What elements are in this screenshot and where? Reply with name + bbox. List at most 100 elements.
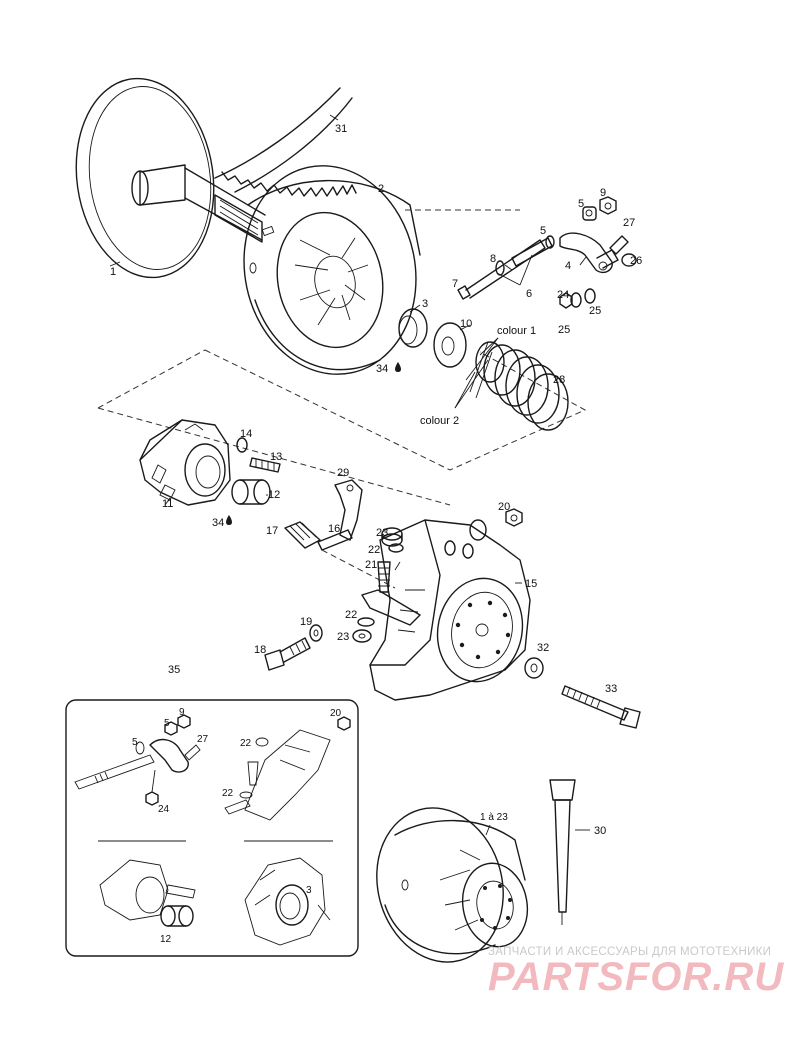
bolt-part-18 bbox=[264, 637, 311, 671]
callout-18: 18 bbox=[254, 644, 266, 656]
callout-6: 6 bbox=[526, 288, 532, 300]
washer-part-32 bbox=[524, 657, 544, 679]
bushing-part-25b bbox=[584, 288, 596, 304]
callout-28: 28 bbox=[553, 374, 565, 386]
callout-23a: 23 bbox=[376, 527, 388, 539]
washer-part-22-bottom bbox=[357, 617, 375, 627]
weight-part-29 bbox=[334, 479, 363, 541]
nut-part-9 bbox=[599, 196, 617, 215]
bushing-part-12 bbox=[231, 479, 271, 505]
assembly-line-outer bbox=[97, 349, 451, 506]
callout-2: 2 bbox=[378, 183, 384, 195]
washer-part-14 bbox=[236, 437, 248, 453]
callout-25b: 25 bbox=[589, 305, 601, 317]
screw-part-21 bbox=[377, 561, 401, 593]
callout-labels: 1 2 3 4 5 5 6 7 8 9 10 11 12 13 14 15 16… bbox=[110, 123, 642, 837]
callout-17: 17 bbox=[266, 525, 278, 537]
callout-4: 4 bbox=[565, 260, 571, 272]
lube-drop-34-mid bbox=[226, 515, 232, 525]
callout-34a: 34 bbox=[376, 363, 388, 375]
inset-callout-20: 20 bbox=[330, 708, 342, 719]
callout-19: 19 bbox=[300, 616, 312, 628]
callout-25a: 25 bbox=[558, 324, 570, 336]
watermark-logo: PARTSFOR.RU bbox=[488, 955, 784, 999]
screw-part-13 bbox=[249, 457, 281, 473]
callout-20: 20 bbox=[498, 501, 510, 513]
lever-arm-part-4 bbox=[559, 232, 619, 274]
sheave-assembly-parts-1-to-23 bbox=[376, 807, 529, 963]
inset-callout-24: 24 bbox=[158, 804, 170, 815]
screw-part-27 bbox=[609, 235, 629, 255]
inset-callout-27: 27 bbox=[197, 734, 209, 745]
pin-part-16 bbox=[317, 529, 353, 551]
callout-35: 35 bbox=[168, 664, 180, 676]
callout-30: 30 bbox=[594, 825, 606, 837]
label-colour-1: colour 1 bbox=[497, 325, 536, 337]
callout-31: 31 bbox=[335, 123, 347, 135]
nut-part-5-upper bbox=[582, 206, 597, 221]
detail-inset-frame bbox=[65, 699, 359, 957]
watermark: ЗАПЧАСТИ И АКСЕССУАРЫ ДЛЯ МОТОТЕХНИКИ PA… bbox=[488, 946, 784, 999]
ramp-part-15-arm bbox=[361, 589, 421, 626]
washer-part-10 bbox=[433, 322, 471, 368]
puller-tool-part-30 bbox=[549, 779, 590, 925]
callout-8: 8 bbox=[490, 253, 496, 265]
inset-callout-22a: 22 bbox=[240, 738, 252, 749]
callout-13: 13 bbox=[270, 451, 282, 463]
nut-part-20 bbox=[505, 508, 523, 527]
callout-29: 29 bbox=[337, 467, 349, 479]
callout-12: 12 bbox=[268, 489, 280, 501]
inset-callout-5a: 5 bbox=[164, 718, 170, 729]
callout-23b: 23 bbox=[337, 631, 349, 643]
inset-detail-arm-assembly bbox=[224, 716, 351, 821]
leader-6b bbox=[519, 254, 533, 286]
callout-33: 33 bbox=[605, 683, 617, 695]
spider-part-11 bbox=[139, 419, 231, 506]
callout-14: 14 bbox=[240, 428, 252, 440]
assembly-line-pin bbox=[321, 549, 396, 589]
watermark-subtitle: ЗАПЧАСТИ И АКСЕССУАРЫ ДЛЯ МОТОТЕХНИКИ bbox=[488, 946, 771, 958]
inset-detail-lever-assembly bbox=[74, 714, 201, 806]
spring-part-28 bbox=[469, 341, 569, 431]
fixed-sheave-part-1 bbox=[75, 77, 266, 279]
roller-part-23-top bbox=[381, 527, 403, 547]
callout-15: 15 bbox=[525, 578, 537, 590]
inset-callout-22b: 22 bbox=[222, 788, 234, 799]
lube-drop-34-top bbox=[395, 362, 401, 372]
callout-11: 11 bbox=[162, 498, 173, 510]
roller-part-23-bottom bbox=[352, 629, 372, 643]
colour-leaders bbox=[454, 337, 499, 409]
assembly-line bbox=[204, 349, 587, 471]
callout-1-to-23: 1 à 23 bbox=[480, 812, 508, 823]
callout-16: 16 bbox=[328, 523, 340, 535]
inset-callout-3: 3 bbox=[306, 885, 312, 896]
bolt-part-33 bbox=[561, 685, 641, 729]
callout-9: 9 bbox=[600, 187, 606, 199]
washer-part-22-top bbox=[388, 543, 404, 553]
callout-3: 3 bbox=[422, 298, 428, 310]
callout-1: 1 bbox=[110, 266, 116, 278]
callout-5a: 5 bbox=[578, 198, 584, 210]
inset-callout-12: 12 bbox=[160, 934, 172, 945]
inset-callout-9: 9 bbox=[179, 707, 185, 718]
bushing-part-25a bbox=[570, 292, 582, 308]
bushing-part-3 bbox=[398, 304, 428, 348]
callout-24: 24 bbox=[557, 289, 569, 301]
callout-26: 26 bbox=[630, 255, 642, 267]
movable-sheave-part-2 bbox=[243, 165, 520, 375]
roller-part-26 bbox=[621, 253, 637, 267]
leader-6a bbox=[496, 272, 521, 286]
inset-callout-labels: 9 5 5 27 24 20 22 22 3 12 bbox=[132, 707, 342, 945]
inset-detail-sheave bbox=[244, 857, 331, 946]
pin-part-17 bbox=[284, 521, 321, 549]
drive-belt-part-31 bbox=[214, 87, 357, 197]
washer-part-19 bbox=[309, 624, 323, 642]
callout-5b: 5 bbox=[540, 225, 546, 237]
inset-callout-5b: 5 bbox=[132, 737, 138, 748]
callout-34b: 34 bbox=[212, 517, 224, 529]
roller-pin-part-5-lower bbox=[511, 235, 555, 267]
label-colour-2: colour 2 bbox=[420, 415, 459, 427]
callout-7: 7 bbox=[452, 278, 458, 290]
housing-part-15 bbox=[369, 519, 531, 701]
